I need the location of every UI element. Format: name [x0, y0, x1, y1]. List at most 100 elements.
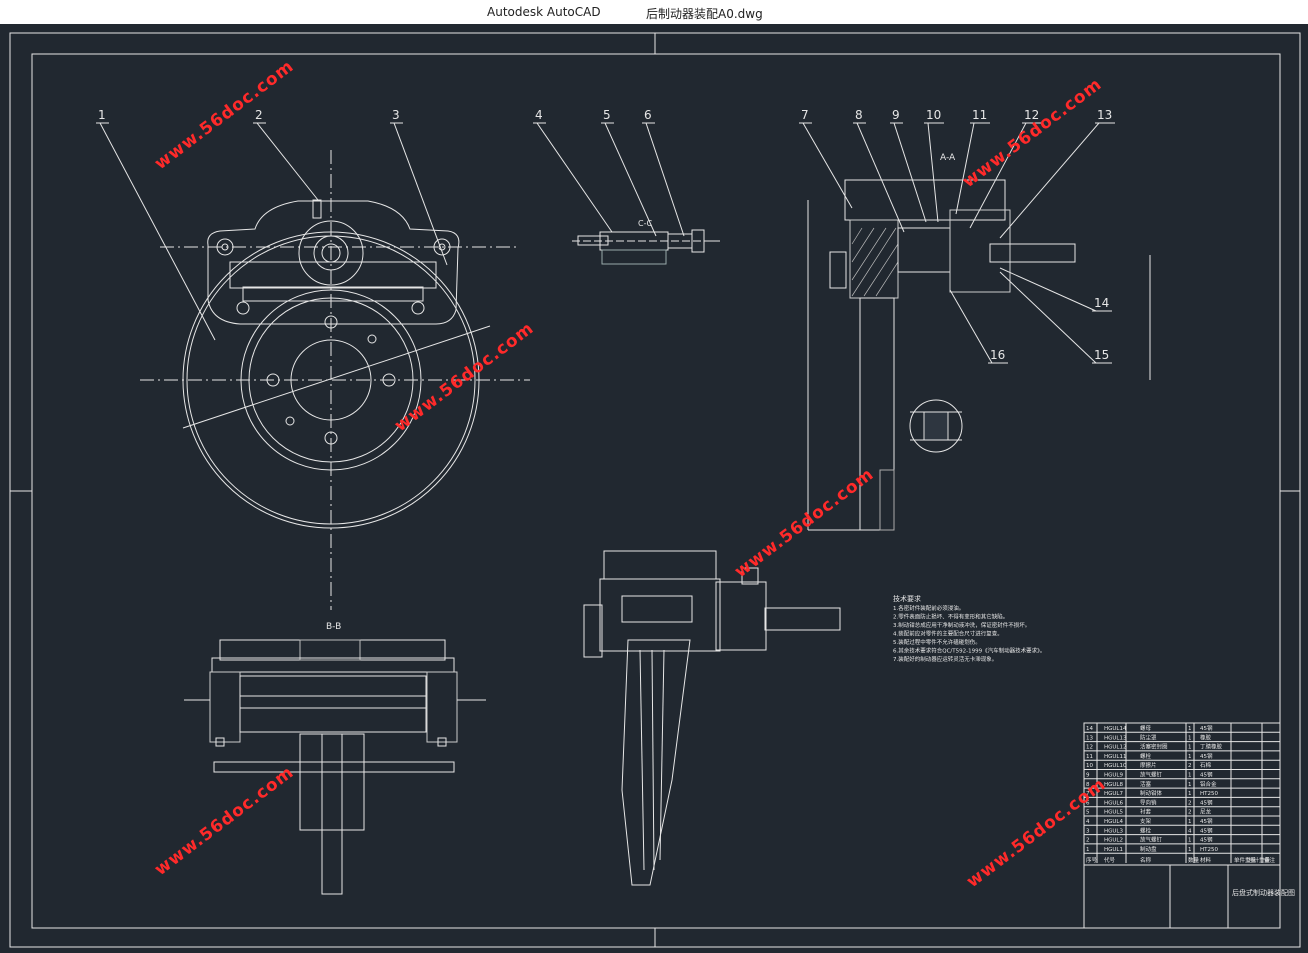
balloon-label: 12	[1024, 108, 1039, 122]
window-titlebar: Autodesk AutoCAD 后制动器装配A0.dwg	[0, 0, 1308, 24]
watermark-text: www.56doc.com	[151, 762, 298, 880]
balloon-6: 6	[642, 108, 685, 237]
bom-cell: 2	[1086, 838, 1090, 844]
bom-cell: 45钢	[1200, 771, 1213, 779]
bom-cell: 45钢	[1200, 826, 1213, 834]
bom-cell: 1	[1188, 773, 1192, 779]
bom-cell: 5	[1086, 810, 1090, 816]
file-title: 后制动器装配A0.dwg	[646, 7, 763, 21]
technical-notes: 技术要求 1.各密封件装配前必须浸油。2.零件表面防止损坏、不得有变形和其它缺陷…	[893, 594, 1045, 663]
balloon-8: 8	[853, 108, 905, 233]
balloon-label: 6	[644, 108, 652, 122]
bom-cell: 衬套	[1140, 808, 1152, 816]
bom-cell: 13	[1086, 735, 1093, 741]
bom-cell: 1	[1086, 847, 1090, 853]
bom-cell: 2	[1188, 800, 1192, 806]
bom-cell: HGUL10	[1104, 763, 1127, 769]
bom-header-cell: 名称	[1140, 856, 1152, 864]
bom-cell: HGUL9	[1104, 773, 1123, 779]
bom-cell: 活塞	[1140, 780, 1152, 788]
balloon-12: 12	[969, 108, 1042, 229]
bom-cell: HGUL14	[1104, 726, 1127, 732]
bom-cell: HGUL6	[1104, 800, 1123, 806]
bom-cell: 1	[1188, 754, 1192, 760]
bom-cell: 活塞密封圈	[1140, 743, 1168, 751]
bom-cell: 放气螺钉	[1140, 836, 1163, 844]
bom-cell: 尼龙	[1200, 808, 1212, 816]
balloon-label: 9	[892, 108, 900, 122]
bom-cell: 4	[1086, 819, 1090, 825]
bom-header-cell: 材料	[1200, 856, 1212, 864]
bom-cell: 石棉	[1200, 761, 1212, 769]
balloon-label: 3	[392, 108, 400, 122]
bom-cell: 1	[1188, 745, 1192, 751]
app-title: Autodesk AutoCAD	[487, 5, 601, 19]
balloon-16: 16	[949, 289, 1008, 364]
bom-cell: 1	[1188, 838, 1192, 844]
bom-cell: 14	[1086, 726, 1093, 732]
bom-cell: 丁腈橡胶	[1200, 743, 1223, 751]
balloon-14: 14	[999, 267, 1112, 312]
bom-cell: 1	[1188, 735, 1192, 741]
iso-view	[583, 550, 841, 886]
tech-note-line: 5.装配过程中零件不允许磕碰划伤。	[893, 638, 981, 646]
bom-cell: 45钢	[1200, 836, 1213, 844]
balloon-label: 16	[990, 348, 1005, 362]
bom-cell: 7	[1086, 791, 1090, 797]
drawing-title: 后盘式制动器装配图	[1232, 888, 1295, 897]
tech-note-line: 1.各密封件装配前必须浸油。	[893, 604, 964, 612]
bom-cell: 铝合金	[1200, 780, 1217, 788]
bom-cell: 45钢	[1200, 798, 1213, 806]
bom-cell: 2	[1188, 810, 1192, 816]
bom-row-lines	[1084, 731, 1280, 854]
bom-cell: 防尘罩	[1140, 733, 1157, 741]
balloon-label: 5	[603, 108, 611, 122]
bom-header-cell: 总计重量	[1248, 856, 1271, 864]
sheet-border	[9, 32, 1301, 948]
balloon-4: 4	[533, 108, 613, 233]
bom-cell: 4	[1188, 828, 1192, 834]
balloon-label: 2	[255, 108, 263, 122]
bom-cell: 螺栓	[1140, 752, 1152, 760]
tech-note-line: 4.装配前应对零件的主要配合尺寸进行复查。	[893, 630, 1003, 638]
bom-cell: HGUL1	[1104, 847, 1123, 853]
balloon-label: 14	[1094, 296, 1109, 310]
bb-section	[184, 639, 486, 895]
section-label-cc: C-C	[638, 219, 652, 228]
bom-cell: 9	[1086, 773, 1090, 779]
balloon-13: 13	[999, 108, 1115, 239]
bom-cell: 导向销	[1140, 798, 1157, 806]
balloon-15: 15	[999, 271, 1112, 364]
balloon-1: 1	[96, 108, 216, 341]
bom-cell: 45钢	[1200, 724, 1213, 732]
bom-cell: 摩擦片	[1140, 761, 1157, 769]
section-label-aa: A-A	[940, 153, 956, 163]
balloon-label: 15	[1094, 348, 1109, 362]
bom-cell: 11	[1086, 754, 1093, 760]
bom-cell: HGUL7	[1104, 791, 1123, 797]
bom-cell: 支架	[1140, 817, 1152, 825]
bom-header-cell: 备注	[1264, 856, 1276, 864]
bom-cell: 2	[1188, 763, 1192, 769]
bom-cell: HGUL13	[1104, 735, 1127, 741]
cc-view	[572, 229, 720, 265]
bom-cell: 1	[1188, 819, 1192, 825]
bom-frame	[1083, 722, 1281, 929]
bom-cell: 螺母	[1140, 724, 1152, 732]
balloon-label: 4	[535, 108, 543, 122]
balloon-label: 13	[1097, 108, 1112, 122]
bom-header-cell: 代号	[1104, 856, 1116, 864]
aa-section	[807, 179, 1151, 531]
balloon-label: 1	[98, 108, 106, 122]
bom-cell: 1	[1188, 791, 1192, 797]
balloon-3: 3	[390, 108, 448, 266]
bom-cell: HGUL8	[1104, 782, 1123, 788]
bom-header-cell: 单件重量	[1234, 856, 1257, 864]
section-label-bb: B-B	[326, 622, 341, 632]
bom-cell: HGUL5	[1104, 810, 1123, 816]
bom-cell: HGUL2	[1104, 838, 1123, 844]
balloon-7: 7	[799, 108, 853, 209]
